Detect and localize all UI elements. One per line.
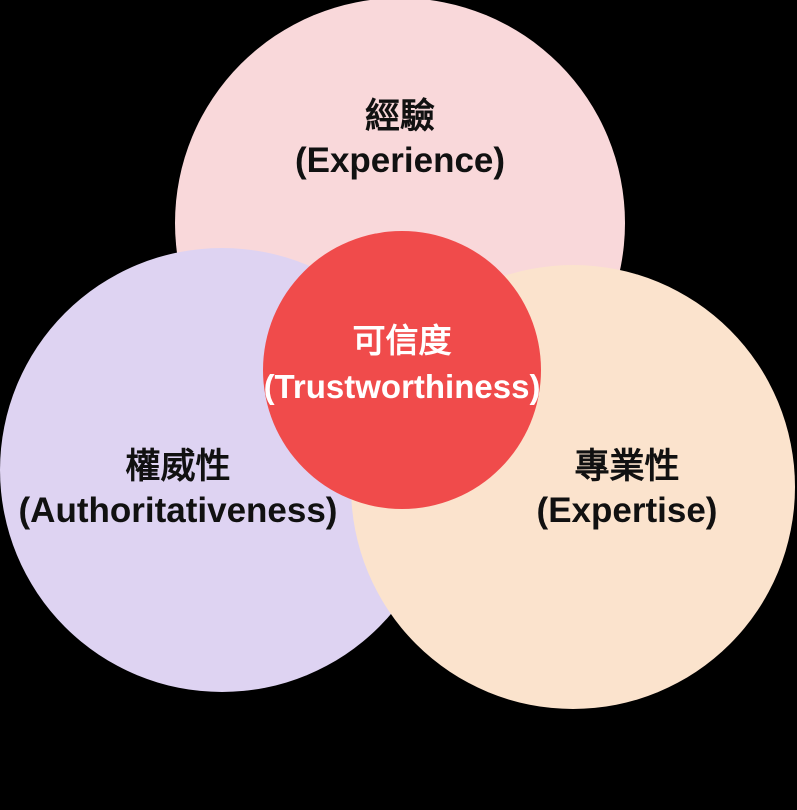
expertise-label: 專業性 (Expertise) [537, 445, 718, 533]
experience-label-zh: 經驗 [364, 97, 435, 136]
trustworthiness-label-en: (Trustworthiness) [263, 368, 541, 405]
authoritativeness-label-zh: 權威性 [125, 447, 231, 486]
authoritativeness-label: 權威性 (Authoritativeness) [19, 445, 338, 533]
experience-label: 經驗 (Experience) [295, 95, 505, 183]
authoritativeness-label-en: (Authoritativeness) [18, 491, 338, 530]
expertise-label-zh: 專業性 [574, 447, 680, 486]
trustworthiness-label: 可信度 (Trustworthiness) [264, 318, 541, 410]
expertise-label-en: (Expertise) [536, 491, 718, 530]
trustworthiness-label-zh: 可信度 [352, 322, 452, 359]
trustworthiness-circle [263, 231, 541, 509]
experience-label-en: (Experience) [294, 141, 506, 180]
